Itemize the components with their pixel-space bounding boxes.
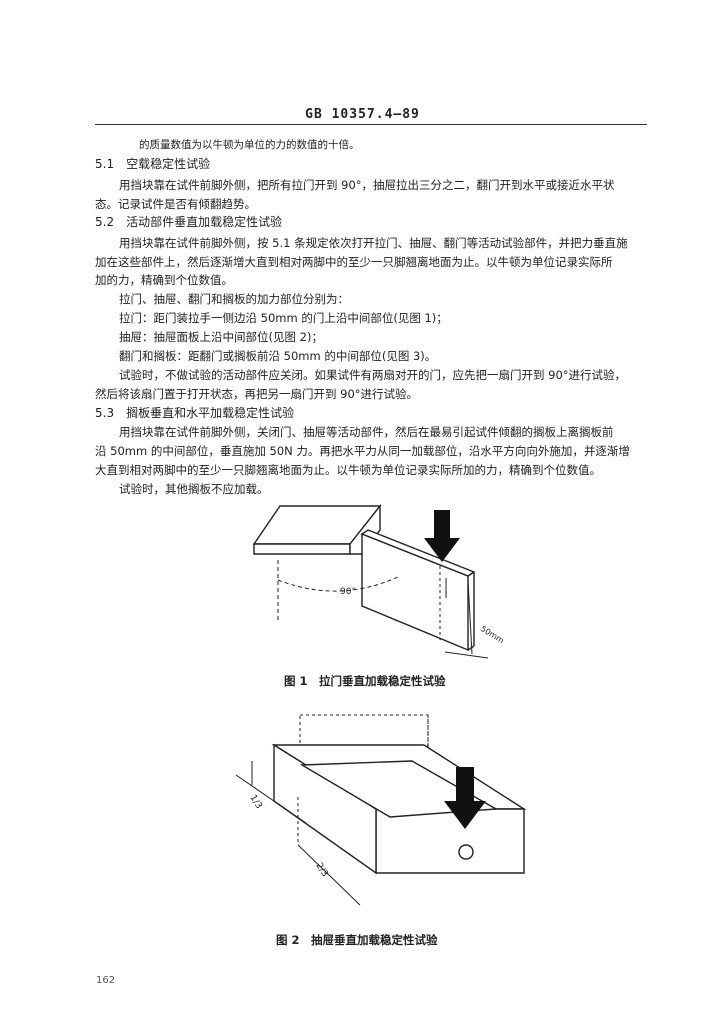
running-header: GB 10357.4—89 <box>305 107 420 122</box>
text-line: 试验时，不做试验的活动部件应关闭。如果试件有两扇对开的门，应先把一扇门开到 90… <box>119 368 627 382</box>
text-line: 用挡块靠在试件前脚外侧，按 5.1 条规定依次打开拉门、抽屉、翻门等活动试验部件… <box>119 236 628 250</box>
text-line: 用挡块靠在试件前脚外侧，把所有拉门开到 90°，抽屉拉出三分之二，翻门开到水平或… <box>119 178 615 192</box>
angle-label: 90° <box>340 587 356 597</box>
text-line: 翻门和搁板：距翻门或搁板前沿 50mm 的中间部位(见图 3)。 <box>119 349 437 363</box>
dim-label-one-third: 1/3 <box>247 793 263 811</box>
figure-1-drawing: 90° 50mm <box>252 503 506 659</box>
text-line: 态。记录试件是否有倾翻趋势。 <box>95 197 256 211</box>
figure-2-caption: 图 2 抽屉垂直加载稳定性试验 <box>276 933 438 947</box>
text-line: 用挡块靠在试件前脚外侧，关闭门、抽屉等活动部件，然后在最易引起试件倾翻的搁板上离… <box>119 425 614 439</box>
dim-label-two-thirds: 2/3 <box>313 861 329 879</box>
load-arrow-icon <box>444 767 486 829</box>
text-line: 抽屉：抽屉面板上沿中间部位(见图 2)； <box>119 330 323 344</box>
cabinet-top-front <box>253 543 351 555</box>
drawer-front <box>375 808 525 874</box>
text-line: 试验时，其他搁板不应加载。 <box>119 482 269 496</box>
figure-1-caption: 图 1 拉门垂直加载稳定性试验 <box>284 674 446 688</box>
text-line-continued: 的质量数值为以牛顿为单位的力的数值的十倍。 <box>139 139 360 151</box>
section-5-2-heading: 5.2 活动部件垂直加载稳定性试验 <box>95 215 283 229</box>
text-line: 然后将该扇门置于打开状态，再把另一扇门开到 90°进行试验。 <box>95 387 419 401</box>
page-number: 162 <box>96 975 116 986</box>
cabinet-outline <box>299 714 429 746</box>
dim-label-50mm: 50mm <box>479 624 506 645</box>
text-line: 拉门、抽屉、翻门和搁板的加力部位分别为： <box>119 292 349 306</box>
figure-2-drawing: 1/3 2/3 <box>235 714 527 906</box>
section-5-1-heading: 5.1 空载稳定性试验 <box>95 157 211 171</box>
text-line: 沿 50mm 的中间部位，垂直施加 50N 力。再把水平力从同一加载部位，沿水平… <box>95 444 630 458</box>
section-5-3-heading: 5.3 搁板垂直和水平加载稳定性试验 <box>95 406 295 420</box>
text-line: 加的力，精确到个位数值。 <box>95 273 233 287</box>
text-line: 拉门：距门装拉手一侧边沿 50mm 的门上沿中间部位(见图 1)； <box>119 311 448 325</box>
text-line: 加在这些部件上，然后逐渐增大直到相对两脚中的至少一只脚翘离地面为止。以牛顿为单位… <box>95 255 613 269</box>
load-arrow-icon <box>424 510 460 562</box>
drawer-knob-icon <box>458 844 474 860</box>
header-rule <box>95 124 647 125</box>
text-line: 大直到相对两脚中的至少一只脚翘离地面为止。以牛顿为单位记录实际所加的力，精确到个… <box>95 463 601 477</box>
